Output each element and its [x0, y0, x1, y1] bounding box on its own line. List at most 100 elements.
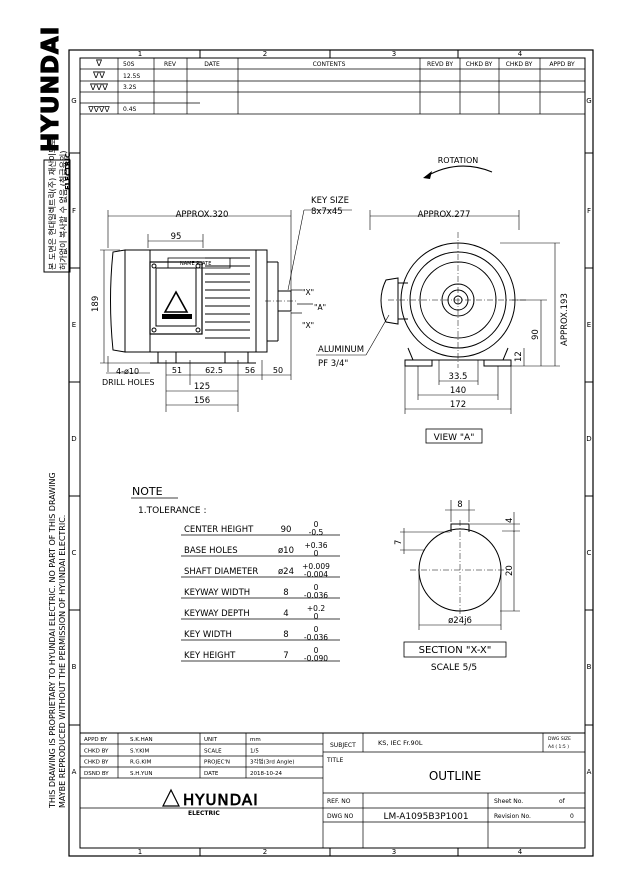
subject-label: SUBJECT	[330, 742, 356, 749]
tolerance-upper: 0	[314, 625, 319, 634]
rotation-indicator: ROTATION	[423, 156, 493, 179]
dim-approx-277: APPROX.277	[418, 210, 471, 220]
view-a-labels: APPROX.277 APPROX.193 90 12 ALUMINUM PF …	[318, 210, 570, 443]
name-plate-label: NAME PLATE	[180, 261, 211, 267]
zone-col-bottom-2: 2	[263, 848, 267, 856]
view-a-title: VIEW "A"	[434, 433, 475, 443]
tolerance-lower: 0	[314, 549, 319, 558]
signoff-key: DATE	[204, 771, 219, 777]
zone-row-right-d: D	[586, 435, 591, 443]
section-x-upper-label: "X"	[302, 288, 314, 297]
revision-no-label: Revision No.	[494, 813, 531, 820]
rev-header: REV	[164, 61, 177, 68]
tolerance-nominal: 4	[283, 609, 288, 619]
finish-value-4: 0.4S	[123, 106, 137, 113]
signoff-name: R.G.KIM	[130, 760, 152, 766]
section-dim-4: 4	[505, 518, 515, 523]
tolerance-lower: -0.004	[304, 570, 328, 579]
tolerance-label: KEY HEIGHT	[184, 651, 236, 661]
tolerance-nominal: ø10	[278, 546, 294, 556]
tolerance-upper: 0	[314, 583, 319, 592]
chkd-by-header-1: CHKD BY	[466, 61, 493, 68]
logo-brand-name: HYUNDAI	[183, 791, 259, 809]
zone-row-right-g: G	[586, 97, 591, 105]
hyundai-logo: HYUNDAI ELECTRIC	[162, 788, 259, 817]
tolerance-upper: 0	[314, 520, 319, 529]
dim-90: 90	[531, 329, 541, 340]
dwg-size-label: DWG SIZE	[548, 736, 571, 742]
zone-row-left-f: F	[72, 207, 76, 215]
korean-notice-line-1: 본 도면은 현대일렉트릭(주) 재산이므로	[47, 138, 57, 270]
key-size-value: 8x7x45	[311, 207, 343, 217]
tolerance-lower: -0.036	[304, 633, 328, 642]
zone-row-right-e: E	[587, 321, 591, 329]
tolerance-nominal: ø24	[278, 567, 294, 577]
finish-symbol-1: ∇	[95, 59, 103, 69]
note-title: NOTE	[132, 485, 163, 498]
finish-value-3: 3.2S	[123, 84, 137, 91]
dim-50: 50	[273, 366, 283, 375]
dim-62-5: 62.5	[205, 366, 223, 375]
tolerance-upper: 0	[314, 646, 319, 655]
signoff-key: UNIT	[204, 737, 218, 743]
dim-189: 189	[91, 296, 101, 312]
base-holes-label-2: DRILL HOLES	[102, 378, 154, 387]
signoff-key: PROJEC'N	[204, 760, 230, 766]
tolerance-upper: +0.009	[302, 562, 330, 571]
base-holes-label-1: 4-ø10	[116, 367, 139, 376]
section-x-lower-label: "X"	[302, 321, 314, 330]
finish-symbol-2: ∇∇	[92, 71, 106, 81]
signoff-name: S.Y.KIM	[130, 748, 149, 754]
zone-col-bottom-3: 3	[392, 848, 396, 856]
revd-by-header: REVD BY	[427, 61, 453, 68]
finish-symbol-3: ∇∇∇	[89, 83, 109, 93]
proprietary-notice-line-1: THIS DRAWING IS PROPRIETARY TO HYUNDAI E…	[48, 472, 57, 809]
tolerance-upper: +0.36	[305, 541, 328, 550]
key-size-label: KEY SIZE	[311, 196, 349, 206]
hyundai-vertical-logo: HYUNDAI ELECTRIC	[37, 25, 72, 190]
finish-symbol-4: ∇∇∇∇	[87, 105, 110, 114]
zone-row-left-e: E	[72, 321, 76, 329]
signoff-value: 2018-10-24	[250, 771, 282, 777]
section-title: SECTION "X-X"	[419, 645, 492, 656]
dim-156: 156	[194, 396, 210, 406]
tolerance-label: KEYWAY WIDTH	[184, 588, 250, 598]
signoff-role: DSND BY	[84, 771, 109, 777]
zone-col-bottom-4: 4	[518, 848, 523, 856]
signoff-value: 1/5	[250, 748, 259, 754]
rotation-label: ROTATION	[438, 156, 479, 165]
section-shaft-diameter: ø24j6	[448, 616, 472, 626]
dim-95: 95	[171, 232, 182, 242]
section-x-x-drawing	[400, 500, 520, 658]
tolerance-label: KEYWAY DEPTH	[184, 609, 250, 619]
finish-value-1: 50S	[123, 61, 135, 68]
zone-col-top-3: 3	[392, 50, 396, 58]
korean-notice-box	[43, 159, 71, 273]
dwg-no-label: DWG NO	[327, 813, 354, 820]
appd-by-header: APPD BY	[549, 61, 575, 68]
zone-row-left-b: B	[72, 663, 77, 671]
dim-12: 12	[514, 351, 524, 362]
dwg-size-value: A4 ( 1:5 )	[548, 744, 569, 750]
tolerance-nominal: 7	[283, 651, 288, 661]
tolerance-nominal: 8	[283, 588, 288, 598]
pf-label: PF 3/4"	[318, 359, 348, 369]
drawing-title: OUTLINE	[429, 769, 481, 783]
zone-row-left-c: C	[72, 549, 77, 557]
dim-172: 172	[450, 400, 466, 410]
zone-row-right-c: C	[587, 549, 592, 557]
signoff-key: SCALE	[204, 748, 222, 754]
zone-row-right-b: B	[587, 663, 592, 671]
dim-140: 140	[450, 386, 466, 396]
subject-value: KS, IEC Fr.90L	[378, 739, 423, 747]
terminal-box-logo	[162, 290, 192, 319]
dim-33-5: 33.5	[449, 372, 468, 382]
contents-header: CONTENTS	[313, 61, 346, 68]
view-a-marker: "A"	[314, 303, 326, 312]
tolerance-label: CENTER HEIGHT	[184, 525, 254, 535]
zone-col-bottom-1: 1	[138, 848, 142, 856]
hyundai-triangle-icon	[162, 788, 180, 807]
chkd-by-header-2: CHKD BY	[506, 61, 533, 68]
